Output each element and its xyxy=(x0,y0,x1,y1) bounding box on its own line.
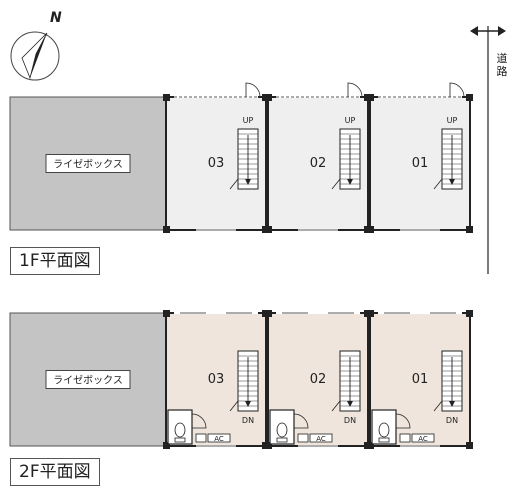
stair-cut-line xyxy=(229,400,239,412)
toilet-door-arc xyxy=(395,413,411,429)
stair-arrow-head xyxy=(449,179,455,185)
column xyxy=(367,226,374,233)
column xyxy=(466,310,473,317)
toilet-tank-icon xyxy=(276,437,288,443)
column xyxy=(367,310,374,317)
stair-label-2f-01: DN xyxy=(446,416,458,425)
riser-label-box-1f xyxy=(45,154,131,173)
stair-cut-line xyxy=(331,178,341,190)
column xyxy=(265,442,272,449)
road-arrow-left-head xyxy=(470,26,478,36)
toilet-door-arc xyxy=(191,413,207,429)
entrance-door-arc xyxy=(449,82,465,98)
column xyxy=(367,94,374,101)
stair-label-1f-03: UP xyxy=(243,116,254,125)
sink-icon xyxy=(399,433,411,443)
toilet-bowl-icon xyxy=(378,422,390,438)
stair-cut-line xyxy=(331,400,341,412)
column xyxy=(466,94,473,101)
toilet-door-arc xyxy=(293,413,309,429)
stair-arrow-head xyxy=(245,179,251,185)
unit-number-1f-03: 03 xyxy=(208,156,225,171)
ac-label-02: AC xyxy=(316,435,326,443)
toilet-tank-icon xyxy=(378,437,390,443)
stair-arrow-head xyxy=(347,179,353,185)
unit-number-1f-02: 02 xyxy=(310,156,327,171)
column xyxy=(466,442,473,449)
unit-number-2f-01: 01 xyxy=(412,372,429,387)
ac-unit-box xyxy=(411,433,435,443)
floor-title-1f: 1F平面図 xyxy=(10,247,100,275)
column xyxy=(265,94,272,101)
floor-title-2f: 2F平面図 xyxy=(10,458,100,486)
entrance-door-arc xyxy=(245,82,261,98)
stair-arrow-head xyxy=(449,401,455,407)
compass-needle-dark xyxy=(30,33,47,78)
sink-icon xyxy=(297,433,309,443)
stair-label-2f-03: DN xyxy=(242,416,254,425)
compass-needle-light xyxy=(21,32,48,80)
north-label: N xyxy=(50,10,62,26)
column xyxy=(163,442,170,449)
stair-arrow-head xyxy=(245,401,251,407)
column xyxy=(367,442,374,449)
ac-unit-box xyxy=(207,433,231,443)
column xyxy=(163,94,170,101)
ac-unit-box xyxy=(309,433,333,443)
stair-label-2f-02: DN xyxy=(344,416,356,425)
stair-arrow-head xyxy=(347,401,353,407)
stair-label-1f-02: UP xyxy=(345,116,356,125)
column xyxy=(466,226,473,233)
sink-icon xyxy=(195,433,207,443)
unit-number-2f-02: 02 xyxy=(310,372,327,387)
riser-label-1f: ライゼボックス xyxy=(53,159,123,171)
toilet-bowl-icon xyxy=(276,422,288,438)
riser-label-2f: ライゼボックス xyxy=(53,375,123,387)
toilet-bowl-icon xyxy=(174,422,186,438)
stair-cut-line xyxy=(433,178,443,190)
riser-label-box-2f xyxy=(45,370,131,389)
toilet-tank-icon xyxy=(174,437,186,443)
column xyxy=(163,310,170,317)
road-arrow-right-head xyxy=(498,26,506,36)
ac-label-03: AC xyxy=(214,435,224,443)
stair-cut-line xyxy=(433,400,443,412)
column xyxy=(265,310,272,317)
column xyxy=(163,226,170,233)
ac-label-01: AC xyxy=(418,435,428,443)
unit-number-1f-01: 01 xyxy=(412,156,429,171)
unit-number-2f-03: 03 xyxy=(208,372,225,387)
entrance-door-arc xyxy=(347,82,363,98)
stair-label-1f-01: UP xyxy=(447,116,458,125)
road-label: 道路 xyxy=(496,52,508,78)
column xyxy=(265,226,272,233)
stair-cut-line xyxy=(229,178,239,190)
